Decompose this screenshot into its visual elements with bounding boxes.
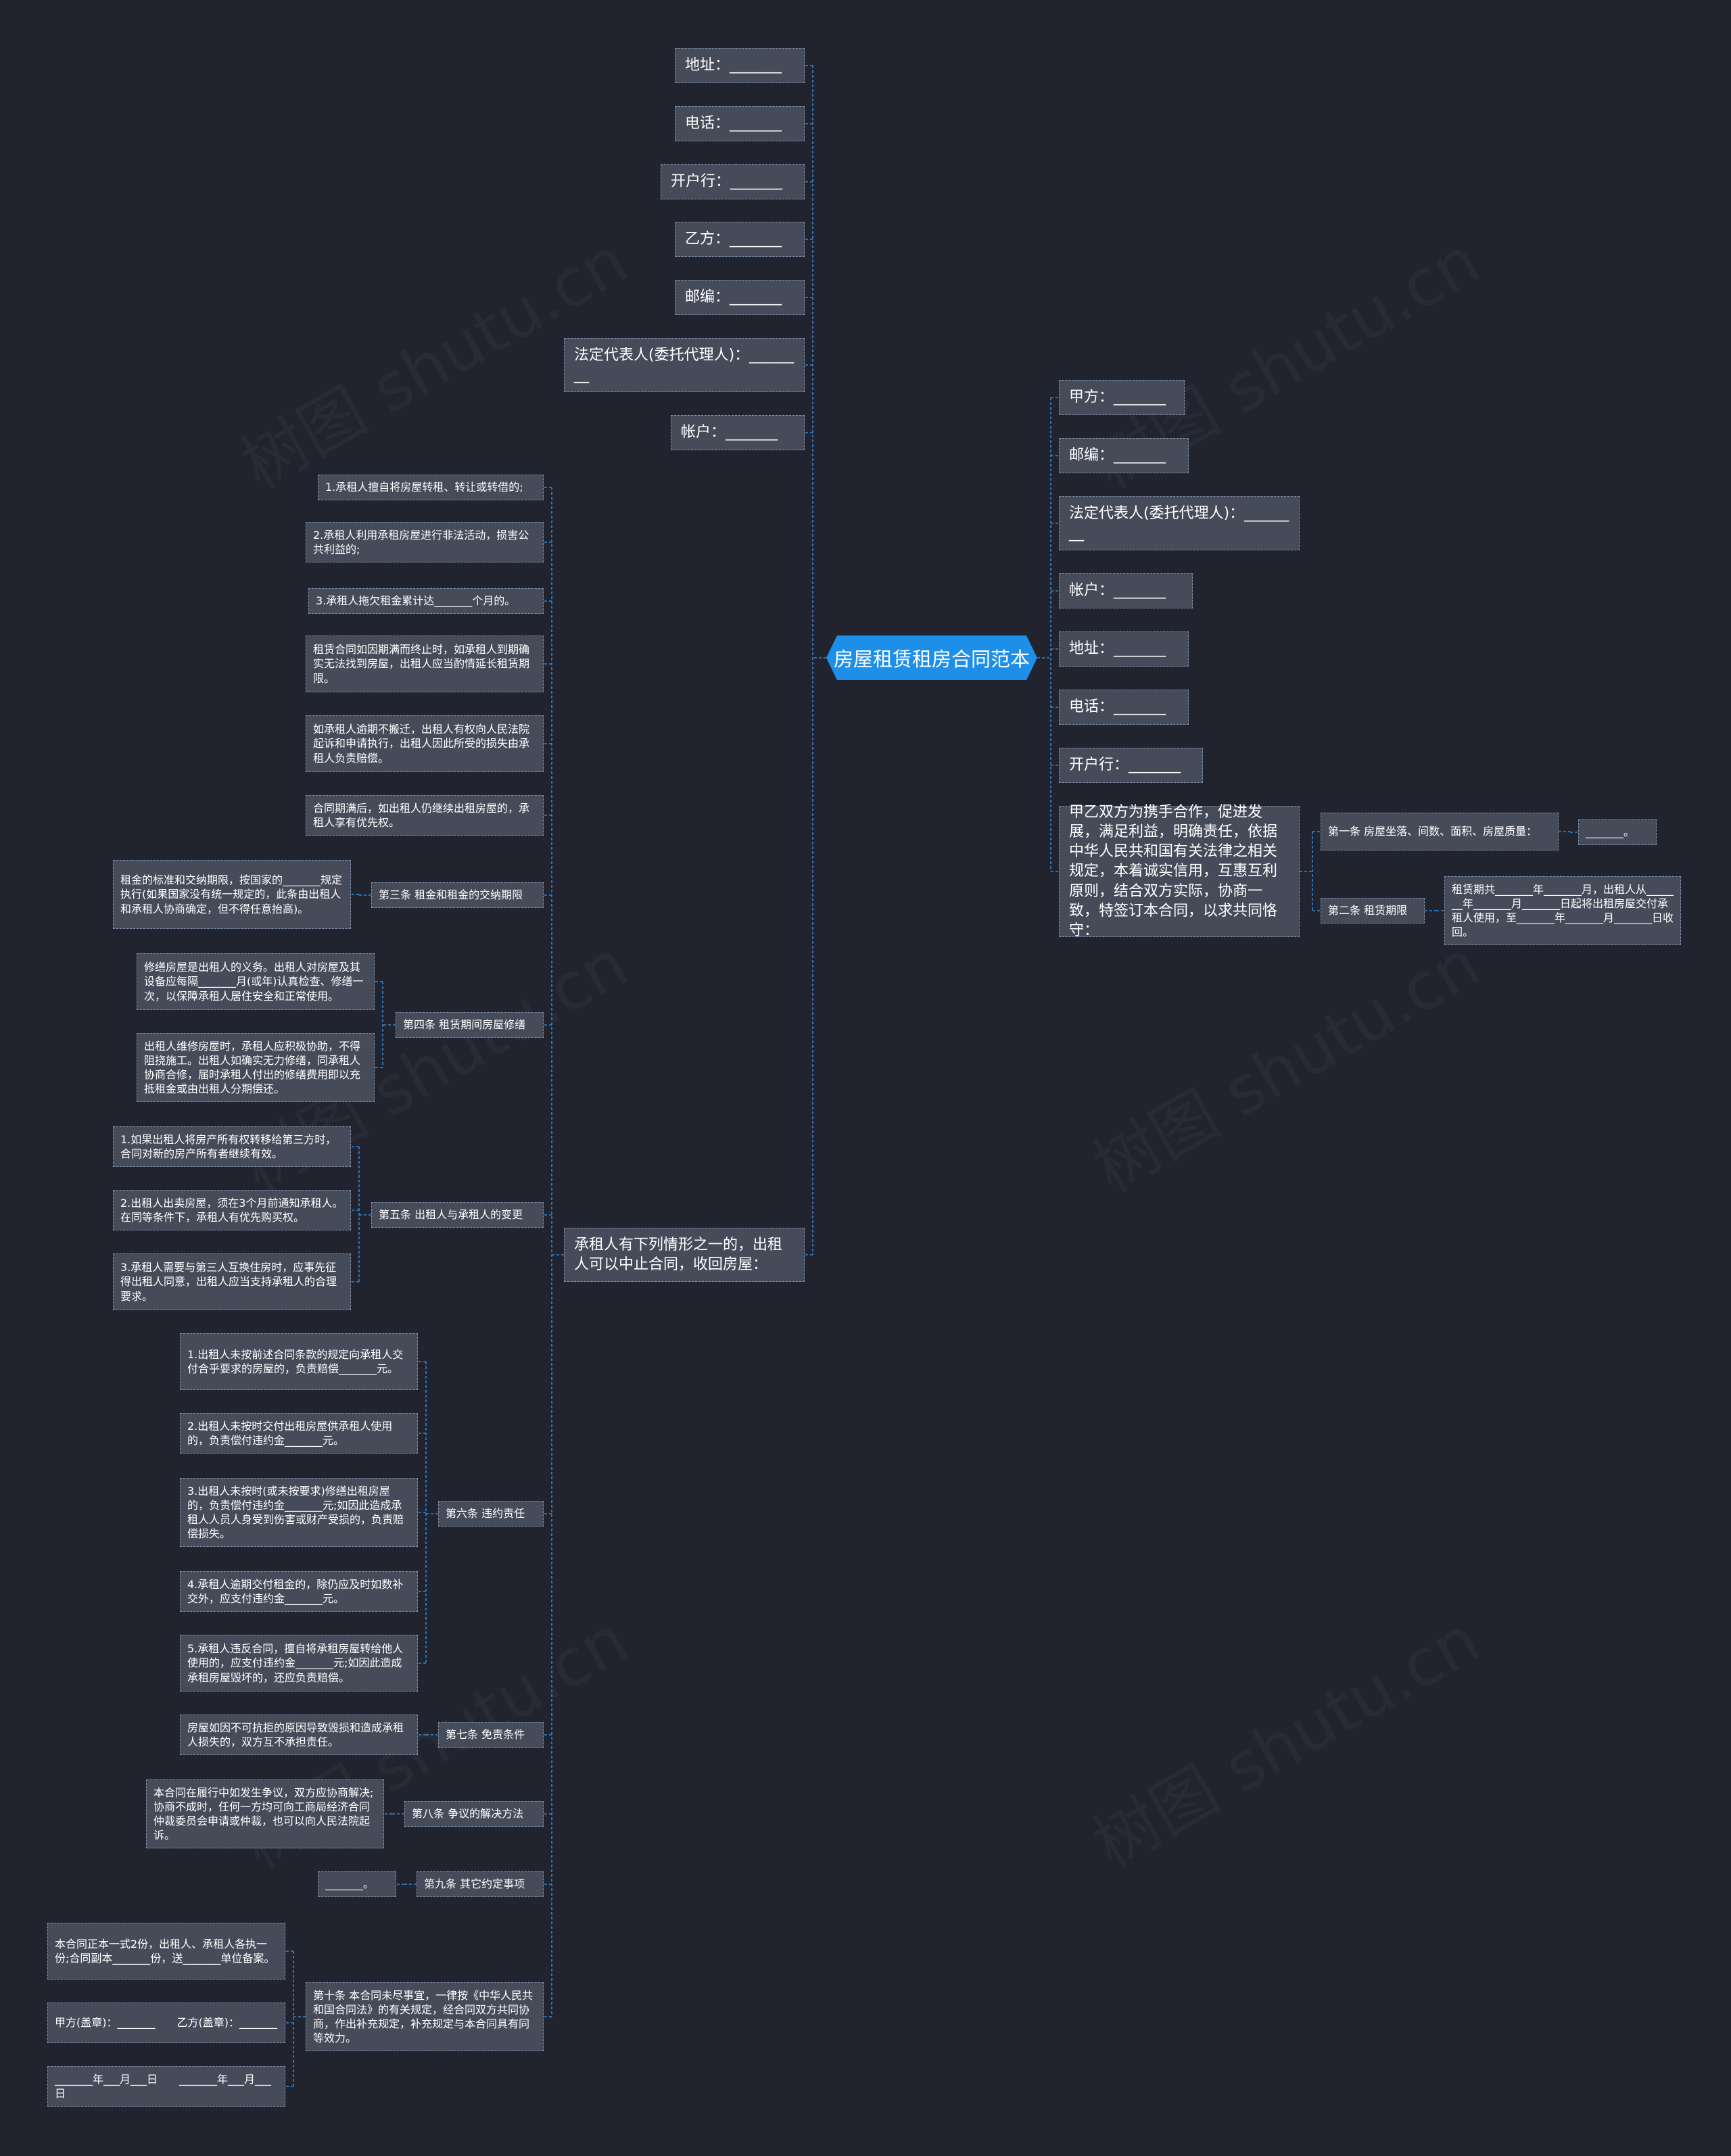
node-article-5-child-3[interactable]: 3.承租人需要与第三人互换住房时，应事先征得出租人同意，出租人应当支持承租人的合… bbox=[113, 1253, 351, 1310]
node-legal-rep-a[interactable]: 法定代表人(委托代理人)：________ bbox=[1059, 496, 1300, 550]
node-phone-b[interactable]: 电话：_______ bbox=[675, 106, 805, 141]
node-term-1[interactable]: 1.承租人擅自将房屋转租、转让或转借的; bbox=[318, 475, 544, 500]
node-article-10-child-2[interactable]: 甲方(盖章)：_______ 乙方(盖章)：_______ bbox=[47, 2003, 285, 2043]
node-article-5-child-2[interactable]: 2.出租人出卖房屋，须在3个月前通知承租人。在同等条件下，承租人有优先购买权。 bbox=[113, 1190, 351, 1230]
node-party-a[interactable]: 甲方：_______ bbox=[1059, 380, 1185, 415]
node-article-6-child-1[interactable]: 1.出租人未按前述合同条款的规定向承租人交付合乎要求的房屋的，负责赔偿_____… bbox=[180, 1333, 418, 1390]
node-article-1-value[interactable]: _______。 bbox=[1578, 819, 1657, 845]
node-term-extension[interactable]: 租赁合同如因期满而终止时，如承租人到期确实无法找到房屋，出租人应当酌情延长租赁期… bbox=[306, 636, 544, 692]
node-article-5-child-1[interactable]: 1.如果出租人将房产所有权转移给第三方时，合同对新的房产所有者继续有效。 bbox=[113, 1126, 351, 1167]
node-address-b[interactable]: 地址：_______ bbox=[675, 48, 805, 83]
node-article-6-child-5[interactable]: 5.承租人违反合同，擅自将承租房屋转给他人使用的，应支付违约金_______元;… bbox=[180, 1635, 418, 1692]
node-article-3[interactable]: 第三条 租金和租金的交纳期限 bbox=[371, 882, 544, 908]
node-article-6-child-3[interactable]: 3.出租人未按时(或未按要求)修缮出租房屋的，负责偿付违约金_______元;如… bbox=[180, 1478, 418, 1547]
node-article-2[interactable]: 第二条 租赁期限 bbox=[1321, 898, 1425, 924]
node-article-8-child[interactable]: 本合同在履行中如发生争议，双方应协商解决;协商不成时，任何一方均可向工商局经济合… bbox=[146, 1779, 384, 1848]
node-article-1[interactable]: 第一条 房屋坐落、间数、面积、房屋质量： bbox=[1321, 813, 1559, 851]
node-account-b[interactable]: 帐户：_______ bbox=[671, 415, 805, 450]
node-term-eviction[interactable]: 如承租人逾期不搬迁，出租人有权向人民法院起诉和申请执行，出租人因此所受的损失由承… bbox=[306, 715, 544, 772]
node-phone-a[interactable]: 电话：_______ bbox=[1059, 690, 1189, 725]
node-article-7[interactable]: 第七条 免责条件 bbox=[438, 1722, 544, 1748]
watermark: 树图 shutu.cn bbox=[1074, 1589, 1494, 1886]
node-article-4[interactable]: 第四条 租赁期间房屋修缮 bbox=[396, 1012, 544, 1038]
watermark: 树图 shutu.cn bbox=[1074, 913, 1494, 1209]
node-postcode-b[interactable]: 邮编：_______ bbox=[675, 280, 805, 315]
node-bank-a[interactable]: 开户行：_______ bbox=[1059, 748, 1203, 783]
node-bank-b[interactable]: 开户行：_______ bbox=[661, 164, 805, 199]
node-article-4-child-1[interactable]: 修缮房屋是出租人的义务。出租人对房屋及其设备应每隔_______月(或年)认真检… bbox=[137, 953, 375, 1010]
node-article-3-child[interactable]: 租金的标准和交纳期限，按国家的_______规定执行(如果国家没有统一规定的，此… bbox=[113, 860, 351, 929]
node-article-9[interactable]: 第九条 其它约定事项 bbox=[417, 1871, 544, 1897]
node-article-10[interactable]: 第十条 本合同未尽事宜，一律按《中华人民共和国合同法》的有关规定，经合同双方共同… bbox=[306, 1982, 544, 2051]
node-article-8[interactable]: 第八条 争议的解决方法 bbox=[404, 1801, 544, 1827]
node-party-b[interactable]: 乙方：_______ bbox=[675, 222, 805, 257]
node-article-9-child[interactable]: _______。 bbox=[318, 1871, 396, 1897]
node-article-7-child[interactable]: 房屋如因不可抗拒的原因导致毁损和造成承租人损失的，双方互不承担责任。 bbox=[180, 1715, 418, 1755]
node-address-a[interactable]: 地址：_______ bbox=[1059, 631, 1189, 667]
node-article-2-value[interactable]: 租赁期共_______年_______月，出租人从_______年_______… bbox=[1444, 876, 1681, 945]
node-article-6-child-2[interactable]: 2.出租人未按时交付出租房屋供承租人使用的，负责偿付违约金_______元。 bbox=[180, 1413, 418, 1454]
node-account-a[interactable]: 帐户：_______ bbox=[1059, 573, 1193, 608]
node-article-5[interactable]: 第五条 出租人与承租人的变更 bbox=[371, 1202, 544, 1228]
node-term-priority[interactable]: 合同期满后，如出租人仍继续出租房屋的，承租人享有优先权。 bbox=[306, 795, 544, 836]
node-article-6-child-4[interactable]: 4.承租人逾期交付租金的，除仍应及时如数补交外，应支付违约金_______元。 bbox=[180, 1571, 418, 1612]
node-article-6[interactable]: 第六条 违约责任 bbox=[438, 1501, 544, 1527]
node-postcode-a[interactable]: 邮编：_______ bbox=[1059, 438, 1189, 473]
node-term-2[interactable]: 2.承租人利用承租房屋进行非法活动，损害公共利益的; bbox=[306, 522, 544, 562]
node-preamble[interactable]: 甲乙双方为携手合作，促进发展，满足利益，明确责任，依据中华人民共和国有关法律之相… bbox=[1059, 804, 1300, 939]
node-termination[interactable]: 承租人有下列情形之一的，出租人可以中止合同，收回房屋： bbox=[564, 1228, 805, 1282]
node-term-3[interactable]: 3.承租人拖欠租金累计达_______个月的。 bbox=[308, 588, 544, 614]
node-article-10-child-3[interactable]: _______年___月___日 _______年___月___日 bbox=[47, 2066, 285, 2107]
node-article-10-child-1[interactable]: 本合同正本一式2份，出租人、承租人各执一份;合同副本_______份，送____… bbox=[47, 1923, 285, 1980]
node-legal-rep-b[interactable]: 法定代表人(委托代理人)：________ bbox=[564, 338, 805, 392]
node-article-4-child-2[interactable]: 出租人维修房屋时，承租人应积极协助，不得阻挠施工。出租人如确实无力修缮，同承租人… bbox=[137, 1033, 375, 1102]
root-node[interactable]: 房屋租赁租房合同范本 bbox=[826, 636, 1037, 680]
